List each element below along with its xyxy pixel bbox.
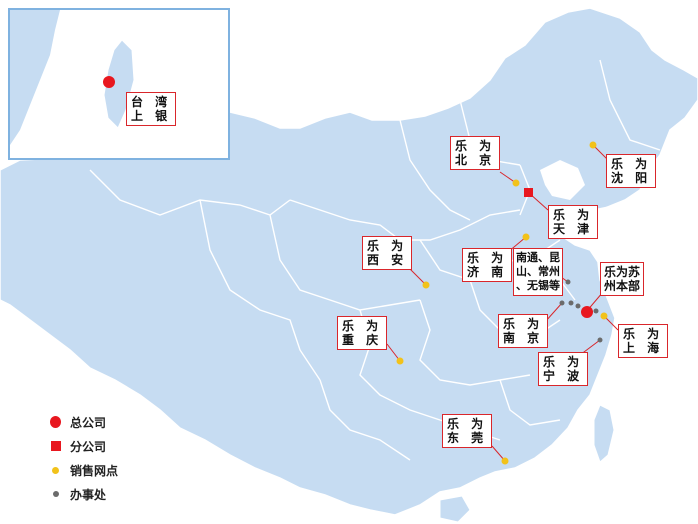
legend-item-hq: 总公司 — [48, 410, 118, 434]
label-jinan: 乐 为 济 南 — [462, 248, 513, 282]
label-chongqing-line1: 乐 为 — [342, 319, 383, 333]
label-chongqing: 乐 为 重 庆 — [337, 316, 388, 350]
label-tianjin-line1: 乐 为 — [553, 208, 594, 222]
office-marker-3 — [575, 303, 581, 309]
label-nanjing-line2: 南 京 — [503, 331, 544, 345]
label-tianjin: 乐 为 天 津 — [548, 205, 599, 239]
ningbo-office-marker — [597, 337, 603, 343]
legend-item-office: 办事处 — [48, 482, 118, 506]
mainland-edge-inset — [10, 10, 60, 145]
hq-dot-icon — [50, 416, 61, 428]
jinan-sales-marker — [522, 233, 530, 241]
taiwan-inset-map — [8, 8, 230, 160]
label-nanjing-line1: 乐 为 — [503, 317, 544, 331]
label-suzhou-hq: 乐为苏 州本部 — [600, 262, 645, 296]
legend-item-sales: 销售网点 — [48, 458, 118, 482]
label-shenyang-line1: 乐 为 — [611, 157, 652, 171]
legend-label-office: 办事处 — [70, 487, 107, 502]
markers — [396, 141, 608, 465]
chongqing-sales-marker — [396, 357, 404, 365]
label-cities-line2: 山、常州 — [516, 265, 560, 278]
office-marker-2 — [568, 300, 574, 306]
office-marker-4 — [565, 279, 571, 285]
beijing-sales-marker — [512, 179, 520, 187]
label-beijing-line1: 乐 为 — [455, 139, 496, 153]
yellow-sea-coast — [590, 200, 660, 250]
label-ningbo-line1: 乐 为 — [543, 355, 584, 369]
legend-label-sales: 销售网点 — [70, 463, 119, 478]
label-dongguan: 乐 为 东 莞 — [442, 414, 493, 448]
tianjin-branch-marker — [524, 188, 533, 197]
label-shenyang: 乐 为 沈 阳 — [606, 154, 657, 188]
label-shenyang-line2: 沈 阳 — [611, 171, 652, 185]
label-dongguan-line2: 东 莞 — [447, 431, 488, 445]
label-shanghai-line1: 乐 为 — [623, 327, 664, 341]
label-suzhou-line2: 州本部 — [604, 279, 641, 293]
label-ningbo: 乐 为 宁 波 — [538, 352, 589, 386]
taiwan-inset-svg — [10, 10, 135, 145]
label-jinan-line1: 乐 为 — [467, 251, 508, 265]
taiwan-hq-marker — [103, 76, 115, 88]
shanghai-sales-marker — [600, 312, 608, 320]
map-legend: 总公司 分公司 销售网点 办事处 — [48, 410, 118, 506]
label-taiwan-line2: 上 银 — [131, 109, 172, 123]
label-tianjin-line2: 天 津 — [553, 222, 594, 236]
hainan-island — [439, 495, 471, 523]
shenyang-sales-marker — [589, 141, 597, 149]
dongguan-sales-marker — [501, 457, 509, 465]
taiwan-island-main — [593, 404, 615, 463]
label-shanghai-line2: 上 海 — [623, 341, 664, 355]
label-ningbo-line2: 宁 波 — [543, 369, 584, 383]
office-marker-1 — [559, 300, 565, 306]
suzhou-hq-marker — [581, 306, 593, 318]
label-suzhou-line1: 乐为苏 — [604, 265, 641, 279]
office-marker-5 — [593, 308, 599, 314]
label-beijing-line2: 北 京 — [455, 153, 496, 167]
legend-label-hq: 总公司 — [70, 415, 107, 430]
office-dot-icon — [53, 491, 59, 497]
legend-label-branch: 分公司 — [70, 439, 107, 454]
sales-dot-icon — [52, 466, 59, 474]
label-shanghai: 乐 为 上 海 — [618, 324, 669, 358]
bohai-bay — [540, 160, 585, 200]
label-dongguan-line1: 乐 为 — [447, 417, 488, 431]
label-cities-line1: 南通、昆 — [516, 251, 560, 264]
label-nanjing: 乐 为 南 京 — [498, 314, 549, 348]
label-jinan-line2: 济 南 — [467, 265, 508, 279]
branch-square-icon — [51, 441, 61, 451]
label-xian-line2: 西 安 — [367, 253, 408, 267]
label-cities: 南通、昆 山、常州 、无锡等 — [513, 248, 563, 296]
label-taiwan: 台 湾 上 银 — [126, 92, 177, 126]
xian-sales-marker — [422, 281, 430, 289]
label-chongqing-line2: 重 庆 — [342, 333, 383, 347]
label-beijing: 乐 为 北 京 — [450, 136, 501, 170]
label-xian-line1: 乐 为 — [367, 239, 408, 253]
label-cities-line3: 、无锡等 — [516, 279, 560, 292]
label-taiwan-line1: 台 湾 — [131, 95, 172, 109]
legend-item-branch: 分公司 — [48, 434, 118, 458]
label-xian: 乐 为 西 安 — [362, 236, 413, 270]
